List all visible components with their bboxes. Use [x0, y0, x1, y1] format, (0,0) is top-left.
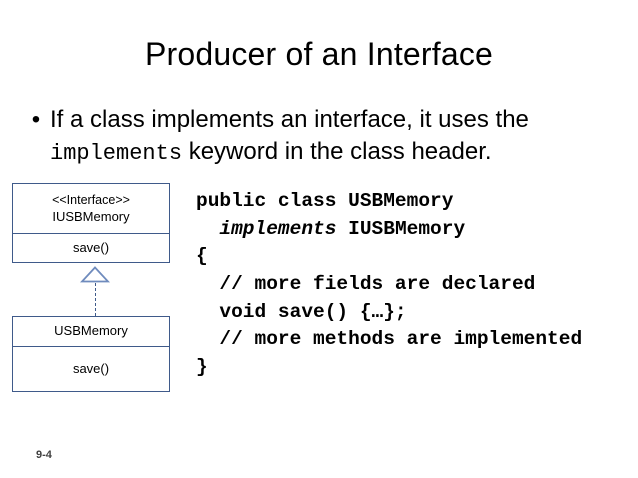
realization-arrowhead-icon — [80, 266, 110, 283]
code-line-1: public class USBMemory — [196, 190, 454, 212]
uml-interface-methods: save() — [13, 234, 169, 262]
uml-interface-box: <<Interface>> IUSBMemory save() — [12, 183, 170, 263]
code-line-6: // more methods are implemented — [196, 328, 583, 351]
bullet-text: If a class implements an interface, it u… — [50, 104, 622, 169]
bullet-marker: • — [31, 106, 41, 133]
page-title: Producer of an Interface — [144, 36, 494, 72]
uml-interface-name: IUSBMemory — [52, 208, 130, 224]
uml-class-method-save: save() — [72, 360, 110, 376]
bullet-text-part1: If a class implements an interface, it u… — [50, 106, 529, 133]
code-block: public class USBMemory implements IUSBMe… — [196, 188, 582, 382]
uml-class-name: USBMemory — [54, 323, 128, 339]
code-line-3: { — [196, 245, 208, 268]
code-keyword-implements: implements — [219, 217, 337, 240]
bullet-list: • If a class implements an interface, it… — [22, 104, 622, 169]
uml-interface-header: <<Interface>> IUSBMemory — [13, 184, 169, 234]
page-number: 9-4 — [36, 449, 52, 461]
realization-dashed-line-icon — [95, 283, 96, 316]
bullet-text-part2: keyword in the class header. — [182, 138, 492, 166]
list-item: • If a class implements an interface, it… — [22, 104, 622, 169]
uml-class-header: USBMemory — [13, 317, 169, 347]
code-line-7: } — [196, 356, 208, 379]
code-line-2-indent — [196, 218, 219, 240]
code-line-5: void save() {…}; — [196, 300, 407, 323]
uml-interface-stereotype: <<Interface>> — [52, 193, 130, 208]
uml-class-box: USBMemory save() — [12, 316, 170, 392]
uml-class-methods: save() — [13, 347, 169, 391]
uml-interface-method-save: save() — [72, 239, 110, 255]
code-line-4: // more fields are declared — [196, 273, 536, 296]
code-line-2-rest: IUSBMemory — [336, 217, 466, 240]
bullet-keyword-implements: implements — [50, 141, 183, 167]
